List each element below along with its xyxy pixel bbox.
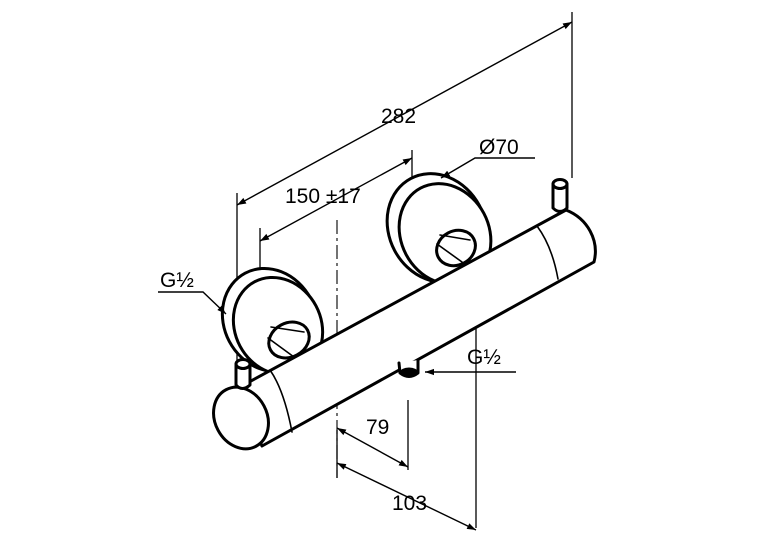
outlet-nipple (397, 358, 420, 378)
mixer-body (212, 208, 597, 451)
dimension-labels: 282 150 ±17 Ø70 G½ G½ 79 103 (160, 105, 519, 515)
label-150-17: 150 ±17 (285, 185, 361, 208)
dim-79-line (336, 427, 409, 468)
label-g-half-outlet: G½ (467, 346, 501, 369)
dimension-lines (158, 21, 573, 531)
dim-103-line (336, 462, 477, 531)
left-escutcheon (220, 266, 325, 377)
dim-o70-leader (440, 157, 535, 179)
label-79: 79 (366, 416, 389, 439)
g-left-leader (158, 291, 227, 315)
right-pin (551, 178, 569, 213)
dim-150-line (259, 157, 413, 242)
left-pin (234, 358, 252, 390)
label-o70: Ø70 (479, 136, 519, 159)
label-g-half-left: G½ (160, 269, 194, 292)
label-282: 282 (381, 105, 416, 128)
label-103: 103 (392, 492, 427, 515)
